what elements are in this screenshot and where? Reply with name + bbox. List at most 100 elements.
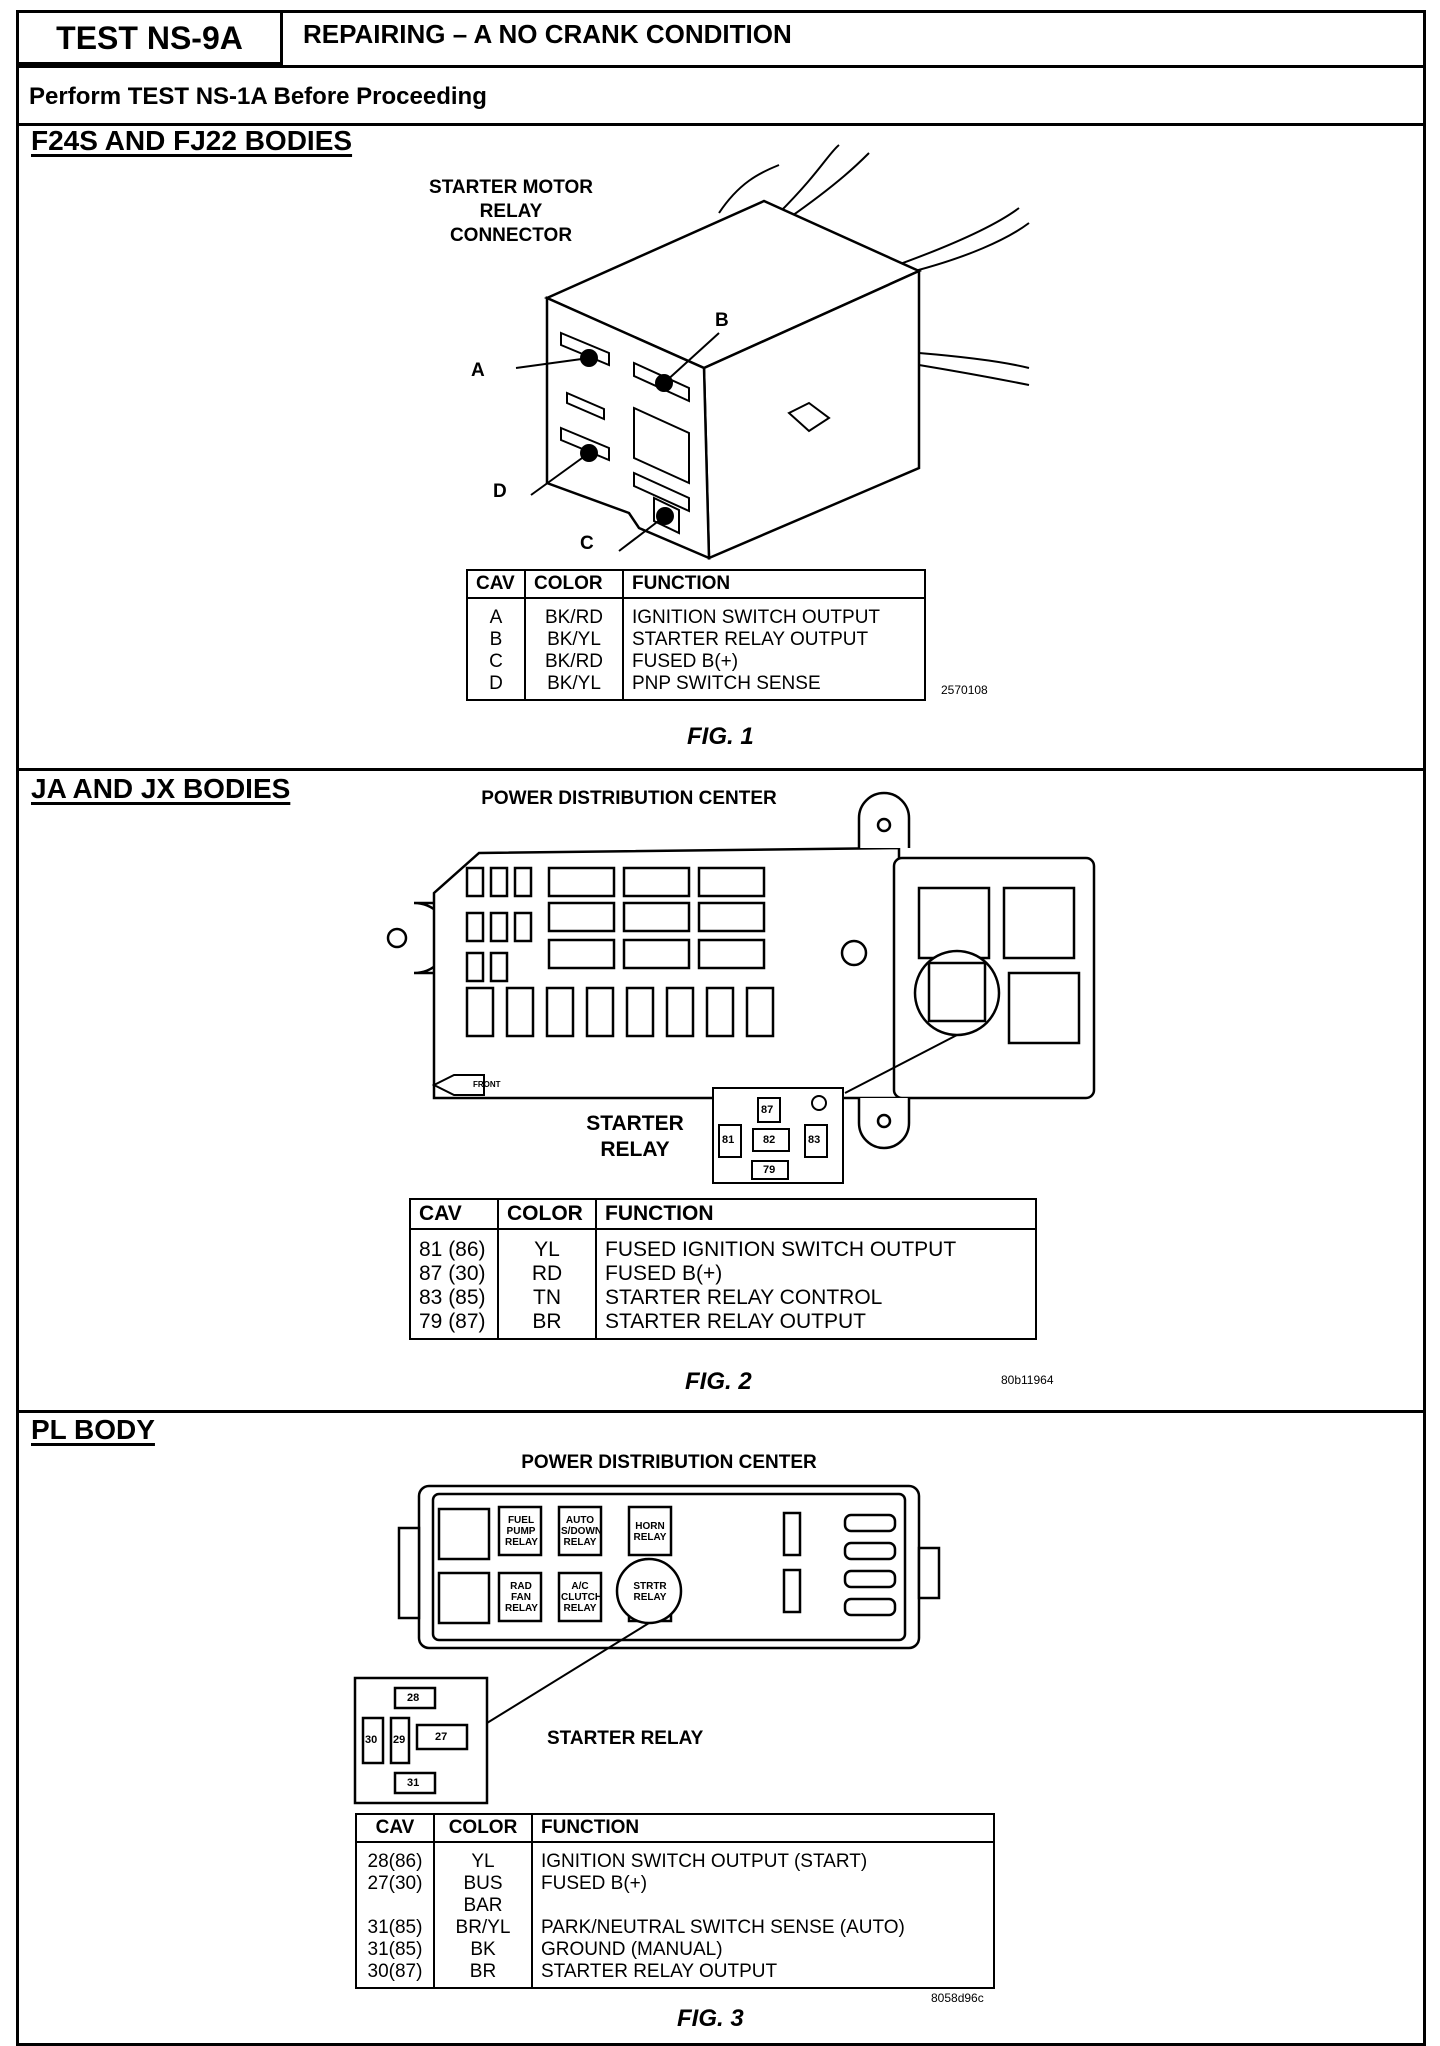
cell-cav: 87 (30) xyxy=(409,1262,499,1286)
col-header: FUNCTION xyxy=(531,1813,995,1843)
cell-function: PARK/NEUTRAL SWITCH SENSE (AUTO) xyxy=(531,1917,995,1939)
relay-label-rad-fan: RAD FAN RELAY xyxy=(505,1581,538,1614)
cell-cav: 27(30) xyxy=(355,1873,435,1917)
table-row: 87 (30) RD FUSED B(+) xyxy=(409,1262,1037,1286)
section-heading-ja-jx: JA AND JX BODIES xyxy=(31,773,291,804)
table-row: 81 (86) YL FUSED IGNITION SWITCH OUTPUT xyxy=(409,1229,1037,1262)
pdc-label: POWER DISTRIBUTION CENTER xyxy=(481,788,777,809)
table-row: 27(30) BUS BAR FUSED B(+) xyxy=(355,1873,995,1917)
cell-function: STARTER RELAY OUTPUT xyxy=(622,629,926,651)
relay-pin-27: 27 xyxy=(435,1731,448,1743)
cell-cav: 30(87) xyxy=(355,1961,435,1989)
table-row: D BK/YL PNP SWITCH SENSE xyxy=(466,673,926,701)
cell-function: IGNITION SWITCH OUTPUT xyxy=(622,598,926,629)
cell-color: BUS BAR xyxy=(433,1873,533,1917)
cell-function: IGNITION SWITCH OUTPUT (START) xyxy=(531,1842,995,1873)
divider xyxy=(19,123,1423,126)
relay-pin-83: 83 xyxy=(808,1134,821,1146)
col-header: CAV xyxy=(466,569,526,599)
cell-function: GROUND (MANUAL) xyxy=(531,1939,995,1961)
table-row: C BK/RD FUSED B(+) xyxy=(466,651,926,673)
figure-code: 2570108 xyxy=(941,683,988,697)
cav-table-fig3: CAV COLOR FUNCTION 28(86) YL IGNITION SW… xyxy=(355,1813,995,1989)
test-page-frame: TEST NS-9A REPAIRING – A NO CRANK CONDIT… xyxy=(16,10,1426,2046)
cell-function: STARTER RELAY OUTPUT xyxy=(531,1961,995,1989)
cell-cav: C xyxy=(466,651,526,673)
cell-cav: 79 (87) xyxy=(409,1310,499,1340)
cell-color: YL xyxy=(433,1842,533,1873)
cell-function: FUSED IGNITION SWITCH OUTPUT xyxy=(595,1229,1037,1262)
col-header: FUNCTION xyxy=(595,1198,1037,1230)
cav-table-fig1: CAV COLOR FUNCTION A BK/RD IGNITION SWIT… xyxy=(466,569,926,701)
connector-label: STARTER MOTOR RELAY CONNECTOR xyxy=(429,177,593,246)
relay-label-ac-clutch: A/C CLUTCH RELAY xyxy=(561,1581,603,1614)
table-row: B BK/YL STARTER RELAY OUTPUT xyxy=(466,629,926,651)
relay-pin-79: 79 xyxy=(763,1164,776,1176)
relay-pin-28: 28 xyxy=(407,1692,420,1704)
cell-color: YL xyxy=(497,1229,597,1262)
cell-cav: 31(85) xyxy=(355,1939,435,1961)
section-heading-pl: PL BODY xyxy=(31,1414,155,1445)
pin-b-label: B xyxy=(715,310,729,331)
relay-connector-drawing xyxy=(515,144,1030,560)
cell-cav: 83 (85) xyxy=(409,1286,499,1310)
table-row: 30(87) BR STARTER RELAY OUTPUT xyxy=(355,1961,995,1989)
relay-pin-82: 82 xyxy=(763,1134,776,1146)
cell-color: BK/RD xyxy=(524,651,624,673)
cell-color: BR xyxy=(433,1961,533,1989)
cell-cav: 81 (86) xyxy=(409,1229,499,1262)
perform-note: Perform TEST NS-1A Before Proceeding xyxy=(29,83,487,110)
test-id: TEST NS-9A xyxy=(19,13,283,65)
starter-relay-label: STARTER RELAY xyxy=(586,1112,684,1161)
figure-caption: FIG. 1 xyxy=(687,723,754,750)
relay-label-starter: STRTR RELAY xyxy=(633,1581,667,1603)
divider xyxy=(19,768,1423,771)
cell-cav: B xyxy=(466,629,526,651)
col-header: CAV xyxy=(355,1813,435,1843)
front-label: FRONT xyxy=(473,1080,501,1089)
table-row: 28(86) YL IGNITION SWITCH OUTPUT (START) xyxy=(355,1842,995,1873)
cell-color: TN xyxy=(497,1286,597,1310)
cell-cav: 31(85) xyxy=(355,1917,435,1939)
relay-pin-30: 30 xyxy=(365,1734,378,1746)
relay-pin-87: 87 xyxy=(761,1104,774,1116)
page-title: REPAIRING – A NO CRANK CONDITION xyxy=(303,19,792,49)
cell-function: FUSED B(+) xyxy=(531,1873,995,1917)
figure-code: 80b11964 xyxy=(1001,1373,1054,1387)
pin-c-label: C xyxy=(580,533,594,554)
cell-color: BR xyxy=(497,1310,597,1340)
section-heading-f24s: F24S AND FJ22 BODIES xyxy=(31,125,353,156)
relay-label-auto-shutdown: AUTO S/DOWN RELAY xyxy=(561,1515,603,1548)
figure-caption: FIG. 3 xyxy=(677,2005,744,2032)
table-row: 79 (87) BR STARTER RELAY OUTPUT xyxy=(409,1310,1037,1340)
cell-function: FUSED B(+) xyxy=(622,651,926,673)
table-row: 83 (85) TN STARTER RELAY CONTROL xyxy=(409,1286,1037,1310)
figure-caption: FIG. 2 xyxy=(685,1368,752,1395)
cav-table-fig2: CAV COLOR FUNCTION 81 (86) YL FUSED IGNI… xyxy=(409,1198,1037,1340)
cell-color: BR/YL xyxy=(433,1917,533,1939)
cell-function: STARTER RELAY CONTROL xyxy=(595,1286,1037,1310)
cell-color: BK xyxy=(433,1939,533,1961)
col-header: FUNCTION xyxy=(622,569,926,599)
divider xyxy=(19,1410,1423,1413)
cell-function: FUSED B(+) xyxy=(595,1262,1037,1286)
relay-pin-29: 29 xyxy=(393,1734,406,1746)
cell-cav: A xyxy=(466,598,526,629)
relay-pin-31: 31 xyxy=(407,1777,420,1789)
cell-function: STARTER RELAY OUTPUT xyxy=(595,1310,1037,1340)
figure-code: 8058d96c xyxy=(931,1991,984,2005)
cell-color: BK/RD xyxy=(524,598,624,629)
pl-power-distribution-center-drawing xyxy=(353,1484,941,1805)
cell-color: BK/YL xyxy=(524,629,624,651)
cell-color: BK/YL xyxy=(524,673,624,701)
relay-label-horn: HORN RELAY xyxy=(633,1521,667,1543)
cell-function: PNP SWITCH SENSE xyxy=(622,673,926,701)
col-header: COLOR xyxy=(497,1198,597,1230)
table-row: 31(85) BR/YL PARK/NEUTRAL SWITCH SENSE (… xyxy=(355,1917,995,1939)
starter-relay-label: STARTER RELAY xyxy=(547,1728,704,1749)
divider xyxy=(19,65,1423,68)
table-row: 31(85) BK GROUND (MANUAL) xyxy=(355,1939,995,1961)
relay-pin-81: 81 xyxy=(722,1134,735,1146)
col-header: COLOR xyxy=(433,1813,533,1843)
power-distribution-center-drawing xyxy=(386,791,1096,1184)
